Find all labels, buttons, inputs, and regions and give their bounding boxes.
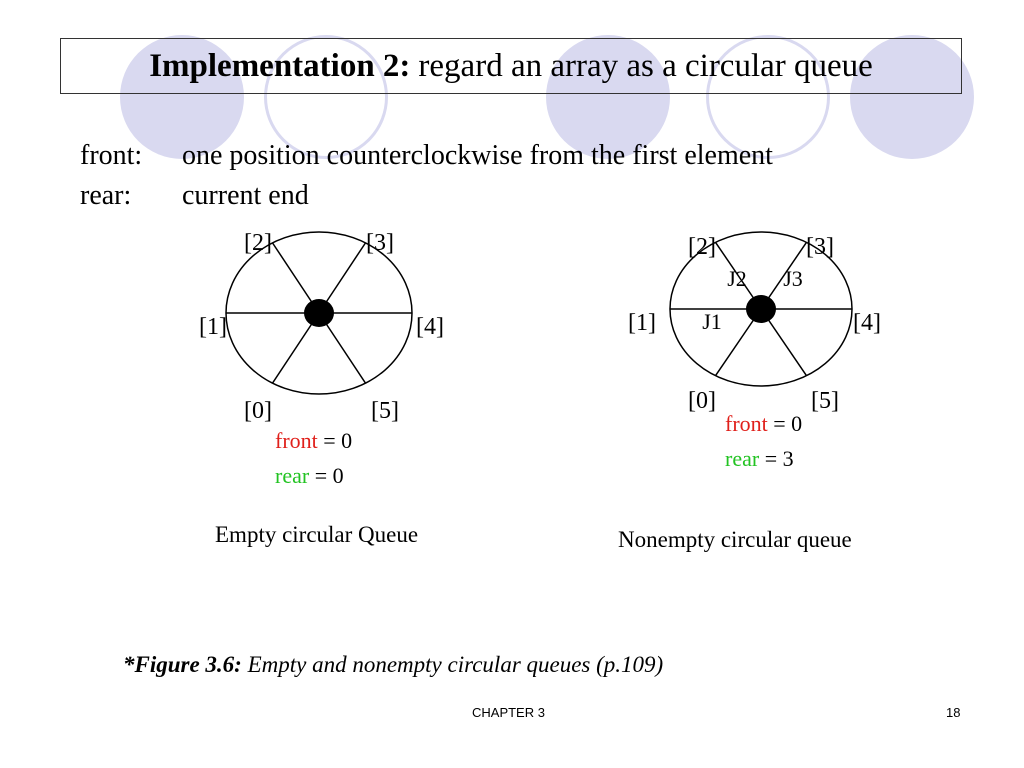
nonempty-front-line: front = 0 xyxy=(725,411,802,437)
slot-index-label: [2] xyxy=(244,230,272,256)
caption-empty-queue: Empty circular Queue xyxy=(215,522,419,547)
definition-rear: rear: current end xyxy=(80,180,309,212)
queue-element-label: J2 xyxy=(727,266,747,291)
caption-nonempty-queue: Nonempty circular queue xyxy=(618,527,852,552)
rear-label: rear xyxy=(725,446,760,471)
queue-hub xyxy=(746,295,776,323)
decor-circle xyxy=(850,35,974,159)
definition-label: front: xyxy=(80,140,143,171)
decor-circle xyxy=(120,35,244,159)
empty-rear-line: rear = 0 xyxy=(275,463,344,489)
figure-label: *Figure 3.6: xyxy=(123,652,242,677)
figure-caption: *Figure 3.6: Empty and nonempty circular… xyxy=(123,652,663,678)
slot-index-label: [5] xyxy=(811,388,839,414)
queue-element-label: J3 xyxy=(783,266,803,291)
slot-index-label: [3] xyxy=(366,230,394,256)
slot-index-label: [3] xyxy=(806,234,834,260)
rear-value: = 3 xyxy=(764,446,794,471)
slot-index-label: [0] xyxy=(244,398,272,424)
definition-text: one position counterclockwise from the f… xyxy=(182,140,773,171)
queue-hub xyxy=(304,299,334,327)
definition-front: front: one position counterclockwise from… xyxy=(80,140,773,172)
front-label: front xyxy=(275,428,318,453)
slot-index-label: [1] xyxy=(199,314,227,340)
title-rest: regard an array as a circular queue xyxy=(418,47,873,84)
definition-text: current end xyxy=(182,180,309,211)
title-bold: Implementation 2: xyxy=(149,47,411,84)
footer-chapter: CHAPTER 3 xyxy=(472,705,545,720)
definition-label: rear: xyxy=(80,180,132,211)
slot-index-label: [4] xyxy=(416,314,444,340)
queue-element-label: J1 xyxy=(702,309,722,334)
nonempty-rear-line: rear = 3 xyxy=(725,446,794,472)
empty-front-line: front = 0 xyxy=(275,428,352,454)
decor-ring xyxy=(706,35,830,159)
rear-value: = 0 xyxy=(314,463,344,488)
slot-index-label: [5] xyxy=(371,398,399,424)
slot-index-label: [1] xyxy=(628,310,656,336)
front-value: = 0 xyxy=(323,428,353,453)
slot-index-label: [0] xyxy=(688,388,716,414)
figure-text: Empty and nonempty circular queues (p.10… xyxy=(247,652,664,677)
decor-ring xyxy=(264,35,388,159)
slot-index-label: [4] xyxy=(853,310,881,336)
front-label: front xyxy=(725,411,768,436)
decor-circle xyxy=(546,35,670,159)
slide-title: Implementation 2: regard an array as a c… xyxy=(60,38,962,94)
slot-index-label: [2] xyxy=(688,234,716,260)
footer-page-number: 18 xyxy=(946,705,961,720)
front-value: = 0 xyxy=(773,411,803,436)
rear-label: rear xyxy=(275,463,310,488)
